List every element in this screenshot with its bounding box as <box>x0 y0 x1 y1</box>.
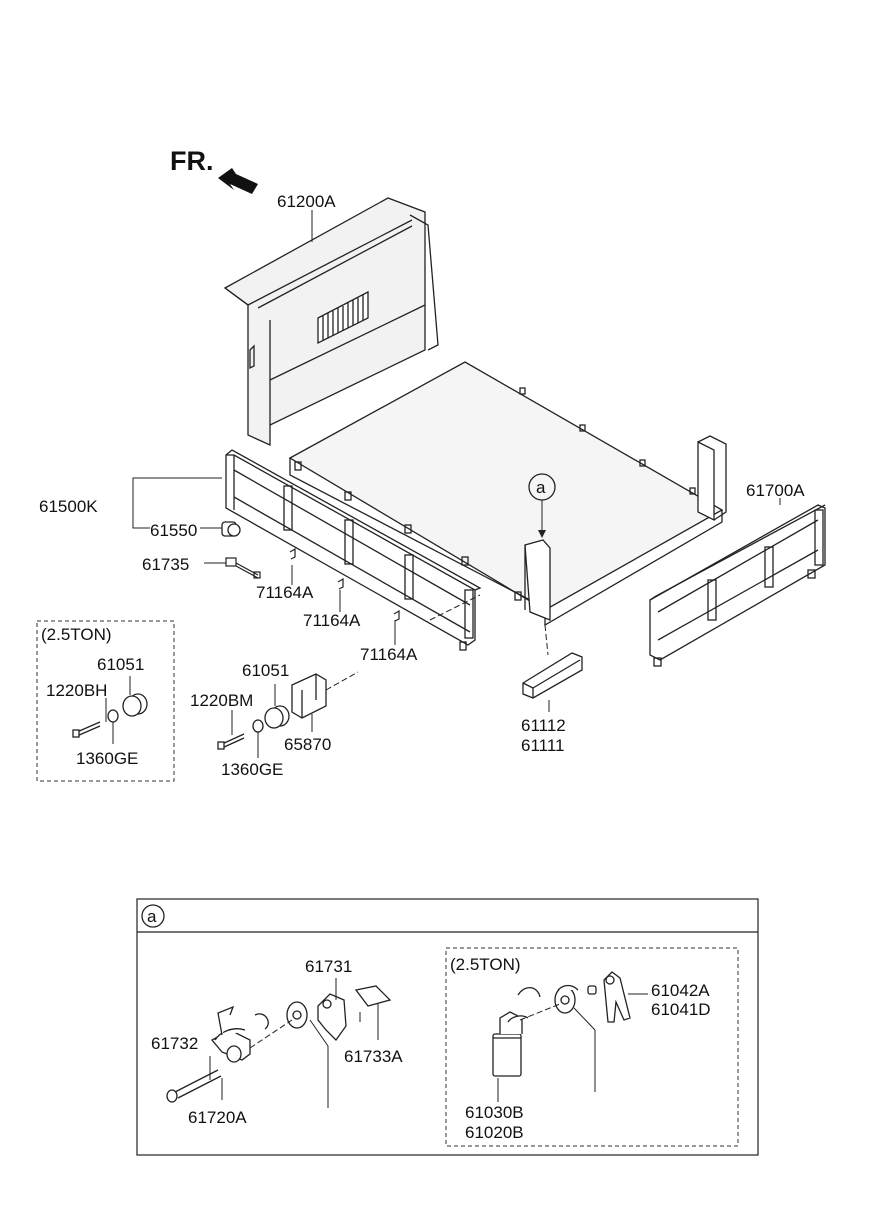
deck-platform <box>288 361 727 627</box>
clips-part <box>289 547 400 622</box>
rear-gate-part <box>649 504 826 667</box>
mid-fastener-set <box>217 705 290 750</box>
label-clip-2: 71164A <box>303 611 361 630</box>
label-block-upper: 61030B <box>465 1103 524 1122</box>
callout-a-letter: a <box>536 478 546 497</box>
detail-hinge-assembly <box>166 985 392 1103</box>
label-bracket: 65870 <box>284 735 331 754</box>
label-bolt-left: 1220BH <box>46 681 107 700</box>
front-direction-label: FR. <box>170 146 214 176</box>
gate-bumper-part <box>221 521 241 537</box>
label-gate-bumper: 61550 <box>150 521 197 540</box>
label-hinge-bracket: 61720A <box>188 1108 247 1127</box>
label-lever-lower: 61041D <box>651 1000 711 1019</box>
label-variant-left: (2.5TON) <box>41 625 112 644</box>
label-stay-upper: 61112 <box>521 716 566 735</box>
label-bolt-mid: 1220BM <box>190 691 253 710</box>
detail-panel <box>136 898 759 1156</box>
bracket-part <box>291 673 327 719</box>
label-washer-left: 1360GE <box>76 749 138 768</box>
label-lever-upper: 61042A <box>651 981 710 1000</box>
label-headboard: 61200A <box>277 192 336 211</box>
detail-lever-assembly <box>492 971 631 1077</box>
label-hinge-plate: 61731 <box>305 957 352 976</box>
label-cushion-left: 61051 <box>97 655 144 674</box>
stay-part <box>522 652 583 699</box>
headboard-vent <box>317 290 369 345</box>
detail-left-leaders <box>209 978 379 1108</box>
label-side-gate-assy: 61500K <box>39 497 98 516</box>
label-hinge-pin: 61732 <box>151 1034 198 1053</box>
variant-box-left <box>36 620 175 782</box>
left-fastener-set <box>72 693 148 738</box>
label-rear-gate: 61700A <box>746 481 805 500</box>
label-washer-mid: 1360GE <box>221 760 283 779</box>
label-cushion-mid: 61051 <box>242 661 289 680</box>
label-clip-1: 71164A <box>256 583 314 602</box>
label-stay-lower: 61111 <box>521 736 565 755</box>
label-pad: 61733A <box>344 1047 403 1066</box>
label-gate-hinge-pin: 61735 <box>142 555 189 574</box>
label-block-lower: 61020B <box>465 1123 524 1142</box>
front-arrow-icon <box>218 168 258 194</box>
gate-hinge-pin-part <box>225 557 261 579</box>
detail-callout-letter: a <box>147 907 157 926</box>
label-clip-3: 71164A <box>360 645 418 664</box>
headboard-part <box>223 197 439 447</box>
detail-right-leaders <box>497 993 648 1102</box>
side-gate-part <box>225 449 482 651</box>
leader-lines <box>105 477 781 758</box>
detail-callout-circle <box>141 904 165 928</box>
label-variant-detail: (2.5TON) <box>450 955 521 974</box>
